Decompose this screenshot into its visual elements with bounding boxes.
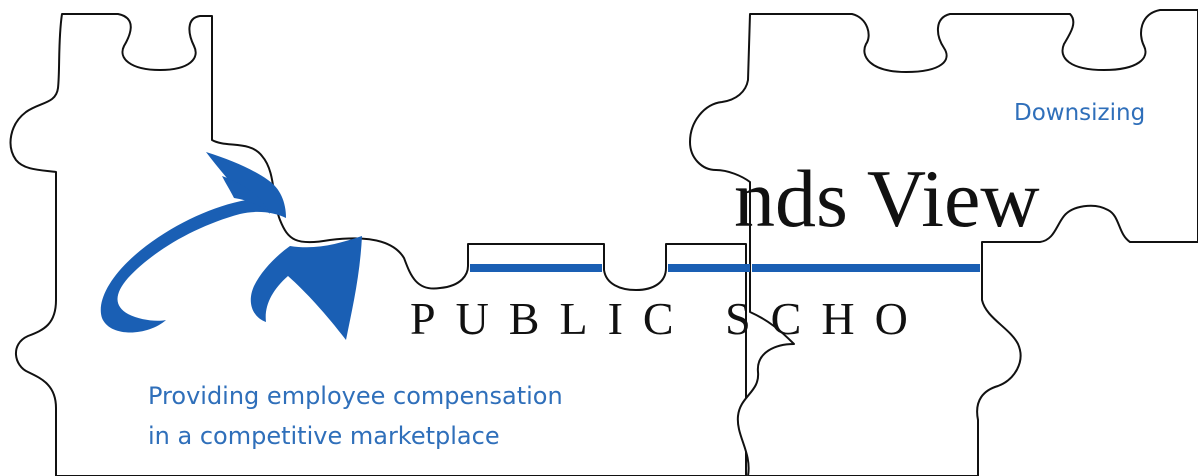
caption-line-1: Providing employee compensation (148, 382, 563, 410)
district-name-fragment: nds View (734, 153, 1040, 244)
caption-line-2: in a competitive marketplace (148, 422, 500, 450)
left-puzzle-piece[interactable] (9, 13, 747, 476)
right-puzzle-piece[interactable] (689, 9, 1198, 476)
downsizing-label[interactable]: Downsizing (1014, 100, 1145, 126)
district-subtitle: PUBLIC SCHO (410, 293, 928, 344)
swoosh-logo-icon (100, 152, 362, 340)
